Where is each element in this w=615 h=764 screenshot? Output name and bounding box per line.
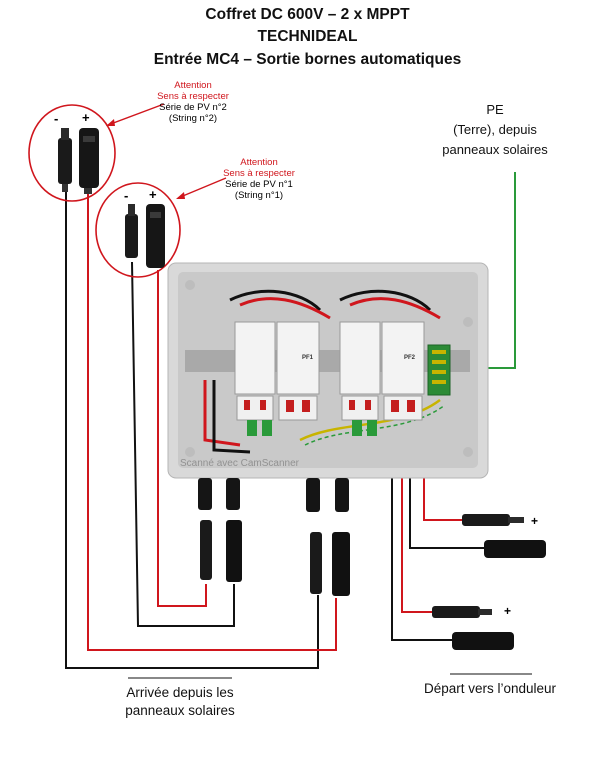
arrivee-line-1: Arrivée depuis les	[126, 685, 234, 700]
pe-line-3: panneaux solaires	[442, 142, 548, 157]
mc4-connector-string1-minus	[125, 204, 138, 258]
output1-plus-sign: +	[531, 514, 539, 528]
wire-string1-plus	[157, 270, 207, 607]
mc4-output-1-minus	[484, 540, 546, 558]
title-line-2: TECHNIDEAL	[257, 28, 358, 45]
string2-plus-sign: +	[82, 110, 90, 125]
string2-serie: Série de PV n°2	[159, 102, 227, 113]
mc4-connector-string2-plus	[79, 128, 99, 194]
mc4-input-pair-2	[310, 532, 350, 596]
attention-circle-string1	[95, 182, 181, 278]
attention-circle-string2	[28, 104, 116, 202]
string1-serie: Série de PV n°1	[225, 179, 293, 190]
mc4-input-pair-1	[200, 520, 242, 582]
attention-title: Attention	[174, 80, 212, 91]
pf1-label: PF1	[302, 355, 314, 361]
enclosure-bottom-connectors	[198, 478, 349, 512]
dc-enclosure	[167, 262, 489, 479]
wire-string2-minus	[65, 188, 319, 669]
title-line-3: Entrée MC4 – Sortie bornes automatiques	[153, 51, 462, 68]
attention-label-string2: Attention Sens à respecter Série de PV n…	[148, 80, 238, 124]
string2-minus-sign: -	[54, 111, 59, 126]
arrivee-line-2: panneaux solaires	[125, 703, 235, 718]
attention-title: Attention	[240, 157, 278, 168]
attention-sens: Sens à respecter	[157, 91, 229, 102]
title-line-1: Coffret DC 600V – 2 x MPPT	[205, 6, 410, 23]
wire-output2-plus	[401, 470, 432, 613]
mc4-connector-string1-plus	[146, 204, 165, 268]
mc4-output-2-minus	[452, 632, 514, 650]
pe-label: PE (Terre), depuis panneaux solaires	[420, 100, 570, 160]
wire-string2-plus	[87, 190, 337, 651]
arrivee-label: Arrivée depuis les panneaux solaires	[100, 684, 260, 720]
wire-output2-minus	[391, 470, 452, 641]
string1-string: (String n°1)	[234, 190, 284, 201]
attention-label-string1: Attention Sens à respecter Série de PV n…	[214, 157, 304, 201]
pe-line-1: PE	[486, 102, 504, 117]
camscanner-watermark: Scanné avec CamScanner	[180, 458, 299, 469]
wire-output1-minus	[409, 444, 484, 549]
string2-string: (String n°2)	[168, 113, 218, 124]
string1-minus-sign: -	[124, 188, 129, 203]
mc4-connector-string2-minus	[58, 128, 72, 192]
attention-sens: Sens à respecter	[223, 168, 295, 179]
pe-line-2: (Terre), depuis	[453, 122, 537, 137]
wire-string1-minus	[131, 261, 235, 627]
string1-plus-sign: +	[149, 187, 157, 202]
mc4-output-2-plus	[432, 606, 492, 618]
output2-plus-sign: +	[504, 604, 512, 618]
depart-label: Départ vers l’onduleur	[423, 681, 557, 696]
pf2-label: PF2	[404, 355, 416, 361]
mc4-output-1-plus	[462, 514, 524, 526]
